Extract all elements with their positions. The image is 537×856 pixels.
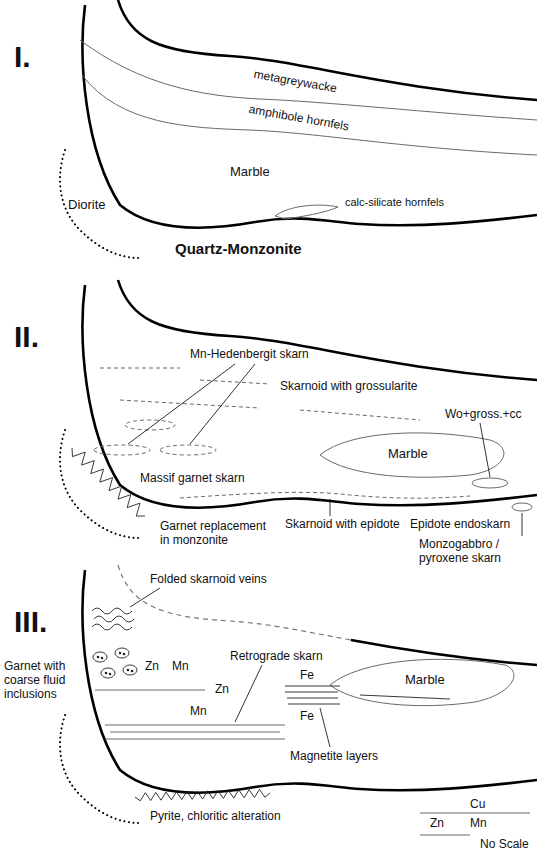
epidote-band bbox=[180, 492, 470, 498]
map-label: metagreywacke bbox=[253, 68, 338, 96]
map-label: Quartz-Monzonite bbox=[175, 240, 302, 257]
magnetite-layer bbox=[288, 704, 340, 705]
leader-line bbox=[235, 665, 262, 722]
fluid-inclusion bbox=[127, 669, 130, 672]
garnet-crystal bbox=[123, 665, 137, 675]
map-label: Zn bbox=[430, 817, 444, 831]
contact-line bbox=[118, 280, 537, 380]
folded-vein bbox=[92, 608, 132, 614]
leader-line bbox=[330, 499, 331, 516]
panel-group bbox=[60, 565, 537, 835]
map-label: Fe bbox=[300, 710, 314, 724]
pyroxene-skarn-lens bbox=[512, 503, 532, 511]
leader-line bbox=[320, 708, 330, 747]
ore-layer bbox=[420, 835, 470, 836]
garnet-crystal bbox=[101, 668, 115, 678]
fluid-inclusion bbox=[131, 670, 134, 673]
marble-lens bbox=[330, 659, 514, 705]
map-label: Massif garnet skarn bbox=[140, 472, 245, 486]
map-label: Marble bbox=[388, 447, 428, 462]
map-label: Zn bbox=[145, 660, 159, 674]
fluid-inclusion bbox=[123, 653, 126, 656]
garnet-crystal bbox=[93, 652, 107, 662]
calc-silicate-lens bbox=[275, 205, 338, 219]
skarnoid-band bbox=[120, 400, 260, 408]
fluid-inclusion bbox=[105, 672, 108, 675]
map-label: Skarnoid with grossularite bbox=[280, 380, 417, 394]
leader-line bbox=[522, 513, 523, 536]
skarnoid-band bbox=[300, 410, 420, 420]
intrusive-contact bbox=[83, 285, 537, 508]
folded-vein bbox=[94, 616, 134, 622]
intrusive-contact bbox=[83, 5, 537, 228]
garnet-crystal bbox=[115, 648, 129, 658]
panel-number: I. bbox=[14, 40, 31, 75]
fluid-inclusion bbox=[97, 656, 100, 659]
ore-layer bbox=[95, 690, 205, 691]
leader-line bbox=[190, 364, 255, 444]
map-label: No Scale bbox=[480, 838, 529, 852]
diorite-margin bbox=[60, 150, 140, 258]
former-contact bbox=[118, 565, 537, 665]
map-label: Folded skarnoid veins bbox=[150, 573, 267, 587]
map-label: Fe bbox=[300, 669, 314, 683]
map-label: Monzogabbro / pyroxene skarn bbox=[419, 538, 534, 566]
map-label: Marble bbox=[230, 165, 270, 180]
magnetite-layer bbox=[285, 692, 338, 693]
map-label: Pyrite, chloritic alteration bbox=[150, 810, 281, 824]
panel-group bbox=[60, 280, 537, 538]
map-label: Epidote endoskarn bbox=[410, 518, 510, 532]
map-label: Garnet replacement in monzonite bbox=[160, 520, 278, 548]
fluid-inclusion bbox=[119, 652, 122, 655]
map-label: Mn-Hedenbergit skarn bbox=[190, 348, 309, 362]
map-label: Skarnoid with epidote bbox=[285, 518, 400, 532]
map-label: Magnetite layers bbox=[290, 750, 378, 764]
magnetite-layer bbox=[360, 695, 450, 699]
skarnoid-band bbox=[100, 368, 180, 369]
marble-lens bbox=[320, 433, 504, 477]
hedenbergite-lens bbox=[160, 445, 216, 455]
hedenbergite-lens bbox=[94, 445, 150, 455]
fluid-inclusion bbox=[101, 657, 104, 660]
map-label: Garnet with coarse fluid inclusions bbox=[4, 660, 76, 701]
map-label: Mn bbox=[172, 660, 189, 674]
panel-group bbox=[60, 0, 537, 258]
ore-layer bbox=[105, 725, 285, 726]
map-label: Wo+gross.+cc bbox=[445, 408, 521, 422]
diorite-margin bbox=[60, 715, 140, 823]
map-label: Mn bbox=[470, 817, 487, 831]
map-label: Cu bbox=[470, 798, 485, 812]
ore-layer bbox=[110, 732, 280, 733]
map-label: Diorite bbox=[68, 198, 106, 213]
contact-line bbox=[118, 0, 537, 100]
map-label: Marble bbox=[405, 673, 445, 688]
magnetite-layer bbox=[287, 698, 338, 699]
map-label: Mn bbox=[190, 705, 207, 719]
contact-line bbox=[351, 640, 537, 665]
leader-line bbox=[130, 588, 160, 607]
map-label: calc-silicate hornfels bbox=[345, 196, 444, 209]
panel-number: III. bbox=[14, 605, 47, 640]
garnet-replacement-zigzag bbox=[72, 448, 145, 516]
intrusive-contact bbox=[83, 570, 537, 793]
leader-line bbox=[480, 423, 490, 477]
magnetite-layer bbox=[285, 686, 340, 687]
unit-boundary bbox=[80, 40, 537, 120]
ore-layer bbox=[420, 813, 530, 814]
ore-layer bbox=[105, 739, 285, 740]
wollastonite-lens bbox=[472, 478, 508, 488]
hedenbergite-lens bbox=[125, 420, 175, 430]
fluid-inclusion bbox=[109, 673, 112, 676]
map-label: Zn bbox=[215, 683, 229, 697]
pyrite-alteration-zigzag bbox=[135, 789, 270, 801]
folded-vein bbox=[92, 624, 132, 630]
panel-number: II. bbox=[14, 320, 39, 355]
diorite-margin bbox=[60, 430, 140, 538]
map-label: amphibole hornfels bbox=[248, 103, 350, 134]
map-label: Retrograde skarn bbox=[230, 650, 323, 664]
leader-line bbox=[128, 364, 235, 444]
